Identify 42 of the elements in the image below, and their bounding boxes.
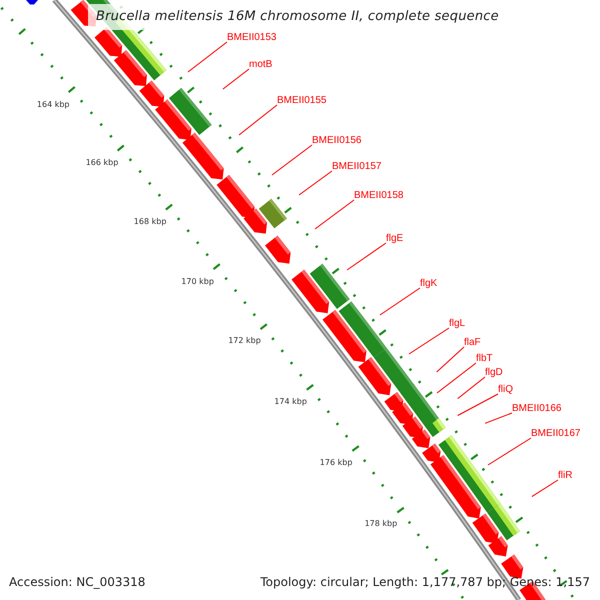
gene-label: flgD (485, 367, 503, 379)
gene-label: BMEII0157 (332, 161, 382, 173)
gene-label: fliR (558, 470, 572, 482)
leader-line (484, 412, 512, 424)
leader-line (408, 328, 450, 354)
gene-label: flgK (420, 278, 438, 290)
gene-label: BMEII0153 (227, 32, 276, 44)
footer-text: Topology: circular; Length: 1,177,787 bp; Genes: 1,157 (260, 575, 590, 589)
leader-line (531, 480, 558, 498)
scale-label: 164 kbp (36, 100, 70, 110)
scale-label: 172 kbp (228, 336, 261, 346)
leader-line (272, 144, 312, 176)
leader-line (457, 376, 486, 400)
scale-label: 174 kbp (274, 396, 307, 407)
leader-line (238, 104, 278, 136)
scale-label: 170 kbp (181, 276, 214, 286)
leader-line (188, 42, 228, 72)
leader-line (346, 242, 386, 270)
gene-label: BMEII0158 (354, 190, 404, 202)
scale-label: 178 kbp (364, 519, 398, 530)
gene-label: flgL (449, 318, 466, 330)
leader-line (436, 346, 464, 372)
gene-label: motB (249, 59, 272, 71)
gene-label: BMEII0167 (531, 428, 580, 440)
gene-label: BMEII0155 (277, 95, 326, 107)
gene-label: flaF (464, 337, 481, 349)
leader-line (380, 288, 420, 316)
gene-label: flgE (386, 233, 404, 245)
leader-line (314, 200, 354, 230)
leader-line (222, 68, 250, 90)
gene-label: BMEII0156 (312, 135, 362, 147)
leader-line (488, 438, 532, 466)
leader-line (436, 362, 476, 394)
scale-label: 166 kbp (86, 158, 118, 168)
scale-label: 168 kbp (134, 217, 166, 228)
gene-label: flbT (476, 353, 493, 365)
gene-label: BMEII0166 (512, 403, 562, 415)
scale-label: 176 kbp (320, 458, 352, 468)
leader-line (298, 170, 332, 196)
leader-line (457, 394, 498, 416)
footer-text: Accession: NC_003318 (9, 575, 146, 589)
gene-label: fliQ (498, 384, 513, 396)
